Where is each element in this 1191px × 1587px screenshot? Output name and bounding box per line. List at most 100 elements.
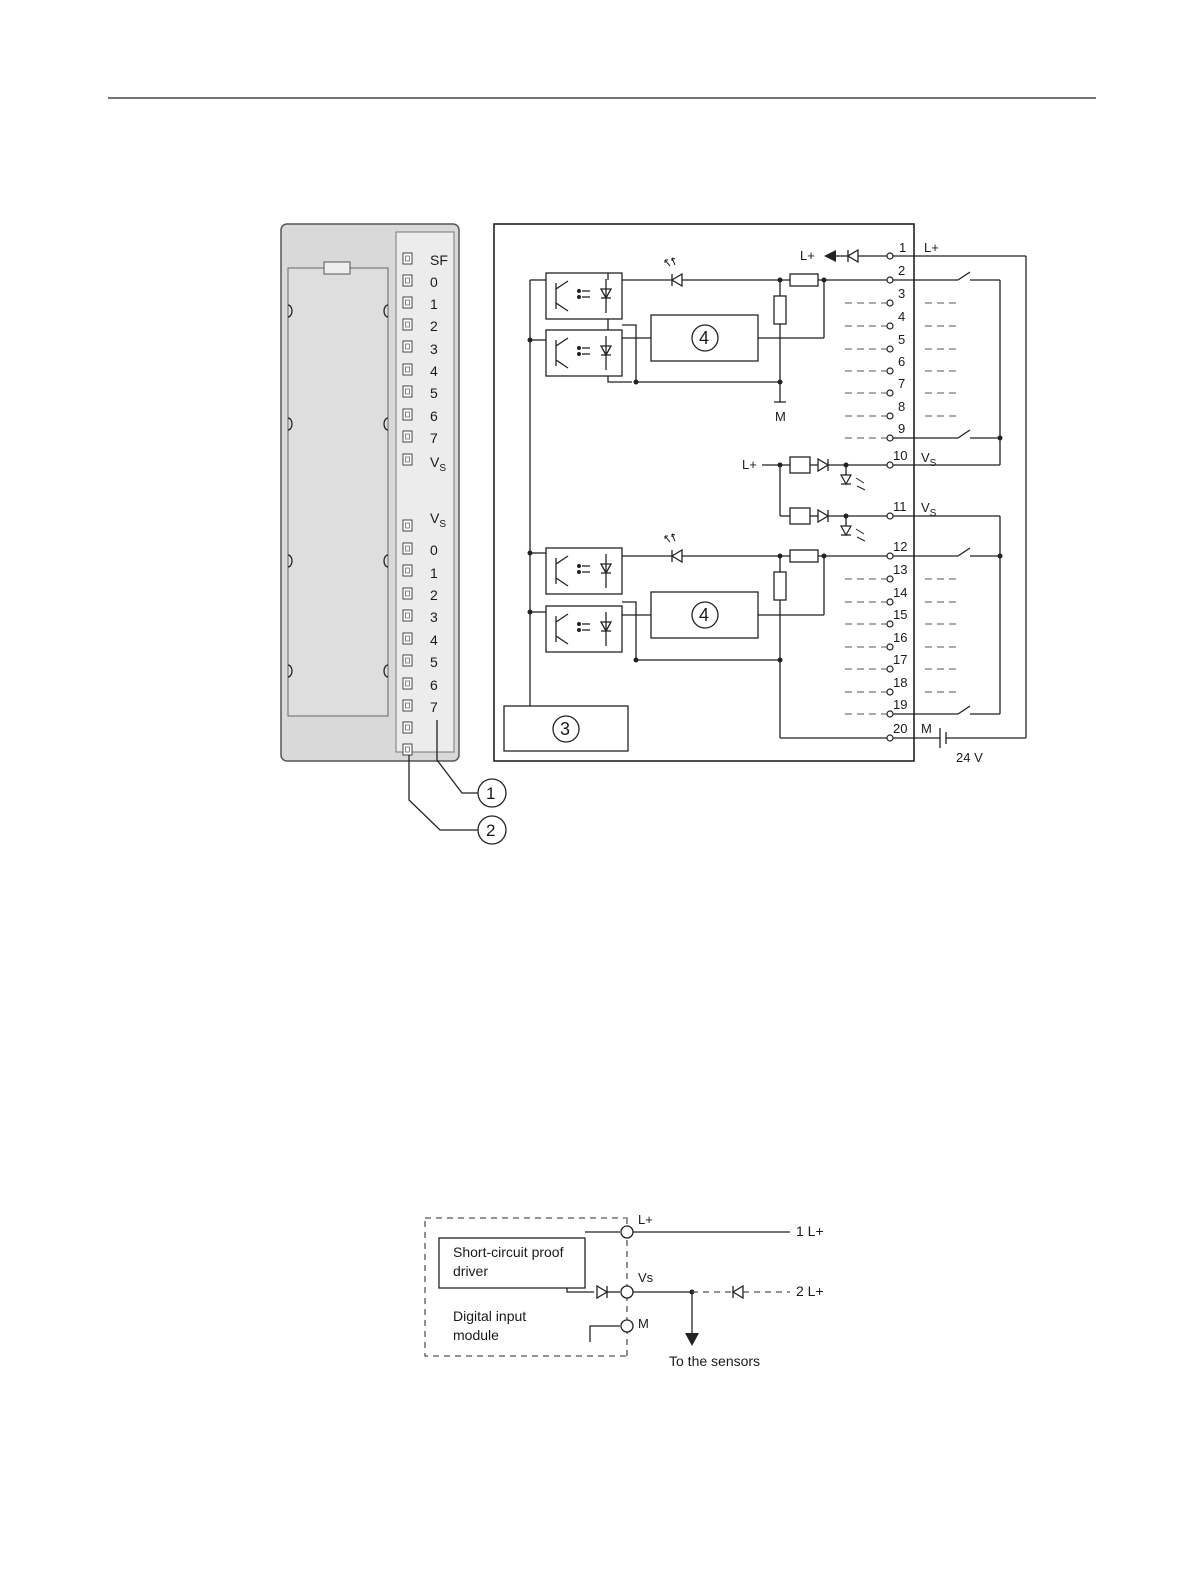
terminal [887,253,893,259]
block-4-lower-number: 4 [699,605,709,625]
module-label-line1: Digital input [453,1308,526,1324]
lplus-terminal [621,1226,633,1238]
switch [958,272,970,280]
ground-icon [590,1326,620,1342]
led-indicator [403,275,412,286]
terminal-number: 1 [899,240,906,255]
led-indicator [403,253,412,264]
down-arrow-icon [685,1333,699,1346]
switch [958,706,970,714]
led-emission-icon [665,258,675,266]
terminal [887,390,893,396]
vs-label: Vs [638,1270,654,1285]
led-emission-icon [665,534,675,542]
m-terminal [621,1320,633,1332]
terminal-number: 20 [893,721,907,736]
block-4-upper-number: 4 [699,328,709,348]
vs-led [841,526,851,535]
terminal-number: 5 [898,332,905,347]
ground-label-m: M [775,409,786,424]
led-label: 2 [430,318,438,334]
led-label: 1 [430,296,438,312]
led-indicator [403,319,412,330]
terminal-number: 9 [898,421,905,436]
vs-terminal [621,1286,633,1298]
optocoupler [546,606,622,652]
led-label: 0 [430,542,438,558]
led-indicator [403,744,412,755]
status-led-diode [672,274,682,286]
m-label: M [638,1316,649,1331]
terminal-number: 10 [893,448,907,463]
led-label: 5 [430,385,438,401]
module-label-line2: module [453,1327,499,1343]
terminal-number: 15 [893,607,907,622]
lplus-vs-label: L+ [742,457,757,472]
vs-detail-schematic: Short-circuit proof driver Digital input… [425,1212,824,1369]
terminal-number: 11 [893,499,907,514]
external-diode [733,1286,743,1298]
led-label: 3 [430,341,438,357]
terminal [887,323,893,329]
terminal-number: 12 [893,539,907,554]
lplus-internal-label: L+ [800,248,815,263]
vs-led [841,475,851,484]
external-lplus-label: L+ [924,240,939,255]
reverse-protection-diode [848,250,858,262]
resistor [790,274,818,286]
resistor [790,550,818,562]
supply1-label: 1 L+ [796,1223,824,1239]
optocoupler [546,330,622,376]
led-label: 7 [430,699,438,715]
led-emission-icon [856,529,865,541]
resistor [774,296,786,324]
vs-diode [597,1286,607,1298]
led-emission-icon [856,478,865,490]
led-label: 7 [430,430,438,446]
terminal-number: 4 [898,309,905,324]
led-strip [396,232,454,752]
terminal-number: 13 [893,562,907,577]
led-label: 4 [430,632,438,648]
led-indicator [403,610,412,621]
led-indicator [403,655,412,666]
lplus-label: L+ [638,1212,653,1227]
external-m-label: M [921,721,932,736]
led-indicator [403,588,412,599]
terminal-number: 7 [898,376,905,391]
led-indicator [403,633,412,644]
led-indicator [403,409,412,420]
led-indicator [403,520,412,531]
block-3-number: 3 [560,719,570,739]
driver-label-line2: driver [453,1263,488,1279]
external-vs-label: VS [921,450,937,469]
led-indicator [403,565,412,576]
vs-driver-box [790,457,810,473]
vs-driver-box [790,508,810,524]
led-label: 0 [430,274,438,290]
led-label: 3 [430,609,438,625]
led-label: 6 [430,408,438,424]
vs-diode [818,459,828,471]
led-indicator [403,678,412,689]
callout-1-number: 1 [486,784,495,803]
led-indicator [403,431,412,442]
terminal [887,277,893,283]
terminal-number: 8 [898,399,905,414]
terminal-number: 19 [893,697,907,712]
led-label: 5 [430,654,438,670]
terminal-number: 18 [893,675,907,690]
wiring-diagram: 3 4 M [494,224,1026,765]
driver-label-line1: Short-circuit proof [453,1244,564,1260]
supply2-label: 2 L+ [796,1283,824,1299]
led-label: 1 [430,565,438,581]
terminal-number: 16 [893,630,907,645]
terminal [887,368,893,374]
supply-voltage-label: 24 V [956,750,983,765]
optocoupler [546,273,622,319]
led-indicator [403,297,412,308]
terminal-number: 17 [893,652,907,667]
led-indicator [403,454,412,465]
led-label: 6 [430,677,438,693]
vs-diode [818,510,828,522]
